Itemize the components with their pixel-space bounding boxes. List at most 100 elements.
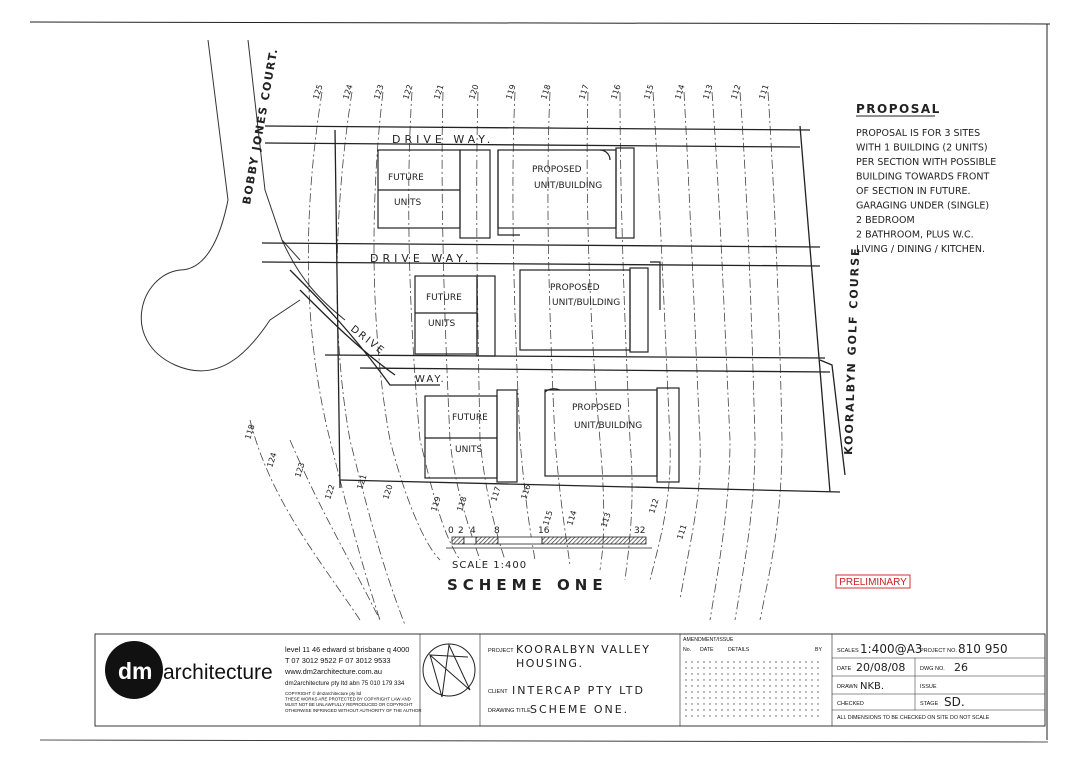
proposal-line: 2 BEDROOM bbox=[856, 215, 915, 226]
proposal-line: WITH 1 BUILDING (2 UNITS) bbox=[856, 143, 988, 154]
drawing-title-value: SCHEME ONE. bbox=[530, 703, 629, 716]
driveway-labels: DRIVE WAY. DRIVE WAY. DRIVE WAY. bbox=[348, 133, 494, 385]
contour-label-bottom: 112 bbox=[647, 497, 660, 514]
units-label-2: UNITS bbox=[428, 319, 455, 329]
units-label-3: UNITS bbox=[455, 445, 482, 455]
contour-label-bottom: 111 bbox=[675, 523, 688, 540]
checked-label: CHECKED bbox=[837, 701, 864, 707]
contour-label-top: 122 bbox=[401, 83, 414, 100]
contour-label-top: 121 bbox=[432, 83, 445, 100]
future-label-1: FUTURE bbox=[388, 173, 424, 183]
footer-note-2: DO NOT SCALE bbox=[950, 715, 990, 721]
contour-label-bottom: 121 bbox=[355, 473, 368, 490]
contour-label-top: 113 bbox=[701, 83, 714, 100]
scale-tick-label: 4 bbox=[470, 526, 476, 536]
building-row-1 bbox=[377, 147, 635, 239]
contour-label-bottom: 118 bbox=[243, 423, 256, 440]
scale-label: SCALE 1:400 bbox=[452, 560, 527, 571]
scale-tick-label: 0 bbox=[448, 526, 454, 536]
footer-note: ALL DIMENSIONS TO BE CHECKED ON SITE bbox=[837, 715, 949, 721]
logo-two: 2 bbox=[150, 661, 162, 684]
scale-field-label: SCALES bbox=[837, 648, 859, 654]
contour-label-bottom: 119 bbox=[429, 495, 442, 512]
proposal-line: GARAGING UNDER (SINGLE) bbox=[856, 201, 989, 212]
sheet-border bbox=[29, 21, 1051, 743]
contour-label-bottom: 124 bbox=[265, 451, 278, 468]
title-block bbox=[94, 633, 1046, 727]
driveway-3-label-b: WAY. bbox=[415, 374, 446, 385]
proposed-label-2: PROPOSED bbox=[550, 283, 600, 293]
contour-lines bbox=[249, 91, 783, 626]
date-value: 20/08/08 bbox=[856, 661, 905, 674]
scale-tick-label: 8 bbox=[494, 526, 500, 536]
amend-col-no: No. bbox=[683, 647, 691, 653]
unit-labels: FUTURE UNITS PROPOSED UNIT/BUILDING FUTU… bbox=[388, 165, 642, 455]
logo-circle bbox=[105, 641, 163, 699]
date-label: DATE bbox=[837, 666, 852, 672]
contour-label-bottom: 117 bbox=[489, 485, 502, 502]
driveway-1-label: DRIVE WAY. bbox=[392, 133, 494, 146]
amend-col-details: DETAILS bbox=[728, 647, 750, 653]
contour-label-bottom: 120 bbox=[381, 483, 394, 500]
office-phone: T 07 3012 9522 F 07 3012 9533 bbox=[285, 656, 390, 665]
stage-label: STAGE bbox=[920, 701, 939, 707]
scale-tick-label: 2 bbox=[458, 526, 464, 536]
golf-course-label: KOORALBYN GOLF COURSE bbox=[842, 246, 862, 455]
site-boundary bbox=[261, 125, 846, 493]
office-address: level 11 46 edward st brisbane q 4000 bbox=[285, 645, 409, 654]
copyright-notice: COPYRIGHT © dm2architecture pty ltdTHESE… bbox=[285, 691, 422, 713]
contour-label-top: 124 bbox=[341, 83, 354, 100]
contour-label-top: 111 bbox=[757, 83, 770, 100]
unit-building-label-1: UNIT/BUILDING bbox=[534, 181, 602, 191]
scale-field-value: 1:400@A3 bbox=[860, 642, 922, 656]
proposal-heading: PROPOSAL bbox=[856, 102, 941, 116]
future-label-3: FUTURE bbox=[452, 413, 488, 423]
contour-label-top: 115 bbox=[642, 83, 655, 100]
contour-label-top: 125 bbox=[311, 83, 324, 100]
project-label: PROJECT bbox=[488, 648, 514, 654]
contour-label-top: 119 bbox=[504, 83, 517, 100]
contour-label-top: 112 bbox=[729, 83, 742, 100]
driveway-3-label-a: DRIVE bbox=[348, 324, 387, 358]
contour-label-bottom: 123 bbox=[293, 461, 306, 478]
project-value: KOORALBYN VALLEY bbox=[516, 643, 650, 656]
office-web: www.dm2architecture.com.au bbox=[284, 667, 382, 676]
contour-label-bottom: 115 bbox=[541, 509, 554, 526]
contour-label-top: 123 bbox=[372, 83, 385, 100]
proposed-label-1: PROPOSED bbox=[532, 165, 582, 175]
amend-col-by: BY bbox=[815, 647, 822, 653]
proposal-line: 2 BATHROOM, PLUS W.C. bbox=[856, 230, 974, 241]
proposal-notes: PROPOSAL PROPOSAL IS FOR 3 SITES WITH 1 B… bbox=[856, 102, 996, 255]
contour-label-top: 117 bbox=[577, 83, 590, 100]
dm2-logo: dm 2 architecture bbox=[105, 641, 273, 699]
amend-header: AMENDMENT/ISSUE bbox=[683, 637, 734, 643]
scheme-title: SCHEME ONE bbox=[447, 576, 608, 594]
copyright-line: OTHERWISE INFRINGED WITHOUT AUTHORITY OF… bbox=[285, 708, 422, 713]
office-details: level 11 46 edward st brisbane q 4000 T … bbox=[284, 645, 422, 713]
contour-label-bottom: 122 bbox=[323, 483, 336, 500]
client-value: INTERCAP PTY LTD bbox=[512, 684, 645, 697]
contour-label-bottom: 118 bbox=[455, 495, 468, 512]
scale-tick-label: 32 bbox=[634, 526, 645, 536]
proposal-line: OF SECTION IN FUTURE. bbox=[856, 186, 971, 197]
drawing-title-label: DRAWING TITLE bbox=[488, 708, 531, 714]
contour-label-bottom: 116 bbox=[519, 483, 532, 500]
unit-building-label-3: UNIT/BUILDING bbox=[574, 421, 642, 431]
contour-label-top: 114 bbox=[673, 83, 686, 100]
proposal-line: LIVING / DINING / KITCHEN. bbox=[856, 244, 985, 255]
proposal-line: PROPOSAL IS FOR 3 SITES bbox=[856, 128, 980, 139]
proposal-lines: PROPOSAL IS FOR 3 SITES WITH 1 BUILDING (… bbox=[856, 128, 996, 255]
project-info: PROJECT KOORALBYN VALLEY HOUSING. CLIENT… bbox=[488, 643, 650, 716]
driveway-2-label: DRIVE WAY. bbox=[370, 252, 472, 265]
logo-word: architecture bbox=[163, 661, 273, 684]
contour-label-top: 116 bbox=[609, 83, 622, 100]
proposal-line: BUILDING TOWARDS FRONT bbox=[856, 172, 989, 183]
dwg-no-value: 26 bbox=[954, 661, 968, 674]
drawing-info: SCALES 1:400@A3 PROJECT NO. 810 950 DATE… bbox=[837, 642, 1008, 721]
units-label-1: UNITS bbox=[394, 198, 421, 208]
contour-label-bottom: 113 bbox=[599, 511, 612, 528]
